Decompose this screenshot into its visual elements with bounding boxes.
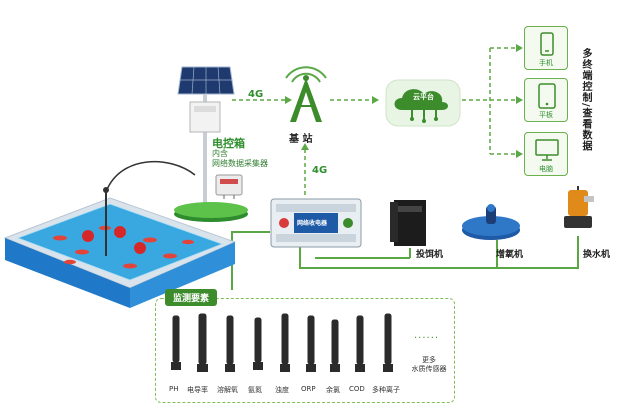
sensor-label-turbidity: 浊度 — [275, 386, 289, 394]
terminal-phone: 手机 — [524, 26, 568, 70]
probe-orp — [307, 315, 315, 365]
more-sensors-label: 更多 水质传感器 — [404, 356, 454, 374]
pump-label: 换水机 — [583, 250, 611, 260]
probe-turbidity — [281, 313, 289, 365]
arrow-head — [516, 44, 523, 52]
terminal-tablet-label: 平板 — [539, 111, 553, 119]
collector-brand: 网络收电器 — [297, 220, 328, 227]
probe-cod — [356, 315, 364, 365]
probe-do — [226, 315, 234, 365]
water-pump — [564, 186, 594, 228]
probe-chlorine — [331, 319, 339, 365]
link-4g-top-label: 4G — [248, 89, 264, 100]
link-4g-vertical-label: 4G — [312, 165, 328, 176]
arrow-head — [516, 150, 523, 158]
sensor-label-ions: 多种离子 — [372, 386, 400, 394]
sensor-probes — [171, 313, 393, 372]
wire-monitoring — [231, 231, 270, 290]
base-station-tower — [285, 66, 327, 122]
terminal-tablet: 平板 — [524, 78, 568, 122]
more-sensors-line2: 水质传感器 — [411, 365, 447, 373]
monitoring-title: 监测要素 — [165, 289, 218, 306]
network-collector — [270, 198, 362, 248]
tablet-icon — [538, 83, 556, 109]
arrow-head — [372, 96, 379, 104]
control-box-title: 电控箱 — [212, 137, 245, 150]
sensor-label-chlorine: 余氯 — [326, 386, 340, 394]
probe-ammonia — [254, 317, 262, 363]
terminal-phone-label: 手机 — [539, 59, 553, 67]
terminals-caption: 多终端控制/查看数据 — [580, 48, 591, 152]
feeder-machine — [390, 200, 426, 246]
sensor-label-orp: ORP — [301, 385, 316, 393]
sensor-label-conductivity: 电导率 — [187, 386, 208, 394]
sensor-label-ammonia: 氨氮 — [248, 386, 262, 394]
sensor-cable — [105, 160, 196, 193]
aerator-label: 增氧机 — [496, 250, 524, 260]
more-dots: ...... — [414, 330, 440, 341]
wire-devices — [299, 236, 579, 269]
probe-conductivity — [198, 313, 207, 365]
arrow-head — [516, 96, 523, 104]
fish-pond — [3, 187, 237, 308]
monitor-icon — [535, 139, 559, 161]
collector-small-icon — [215, 174, 243, 199]
probe-ph — [172, 315, 180, 363]
control-box-line2: 网络数据采集器 — [212, 159, 268, 168]
grass-base — [174, 202, 248, 222]
base-station-label: 基 站 — [289, 134, 313, 145]
arrow-head — [285, 96, 292, 104]
terminal-pc-label: 电脑 — [539, 165, 553, 173]
phone-icon — [540, 32, 554, 56]
sensor-label-cod: COD — [349, 385, 365, 393]
terminal-pc: 电脑 — [524, 132, 568, 176]
arrow-head — [301, 143, 309, 150]
aerator-machine — [462, 204, 520, 240]
cloud-platform-icon — [385, 79, 461, 127]
more-sensors-line1: 更多 — [422, 356, 436, 364]
sensor-label-ph: PH — [169, 385, 179, 393]
solar-control-station — [177, 66, 235, 212]
sensor-label-do: 溶解氧 — [217, 386, 238, 394]
cloud-label: 云平台 — [413, 93, 434, 101]
probe-ions — [384, 313, 392, 365]
feeder-label: 投饵机 — [416, 250, 444, 260]
control-box-line1: 内含 — [212, 149, 228, 158]
